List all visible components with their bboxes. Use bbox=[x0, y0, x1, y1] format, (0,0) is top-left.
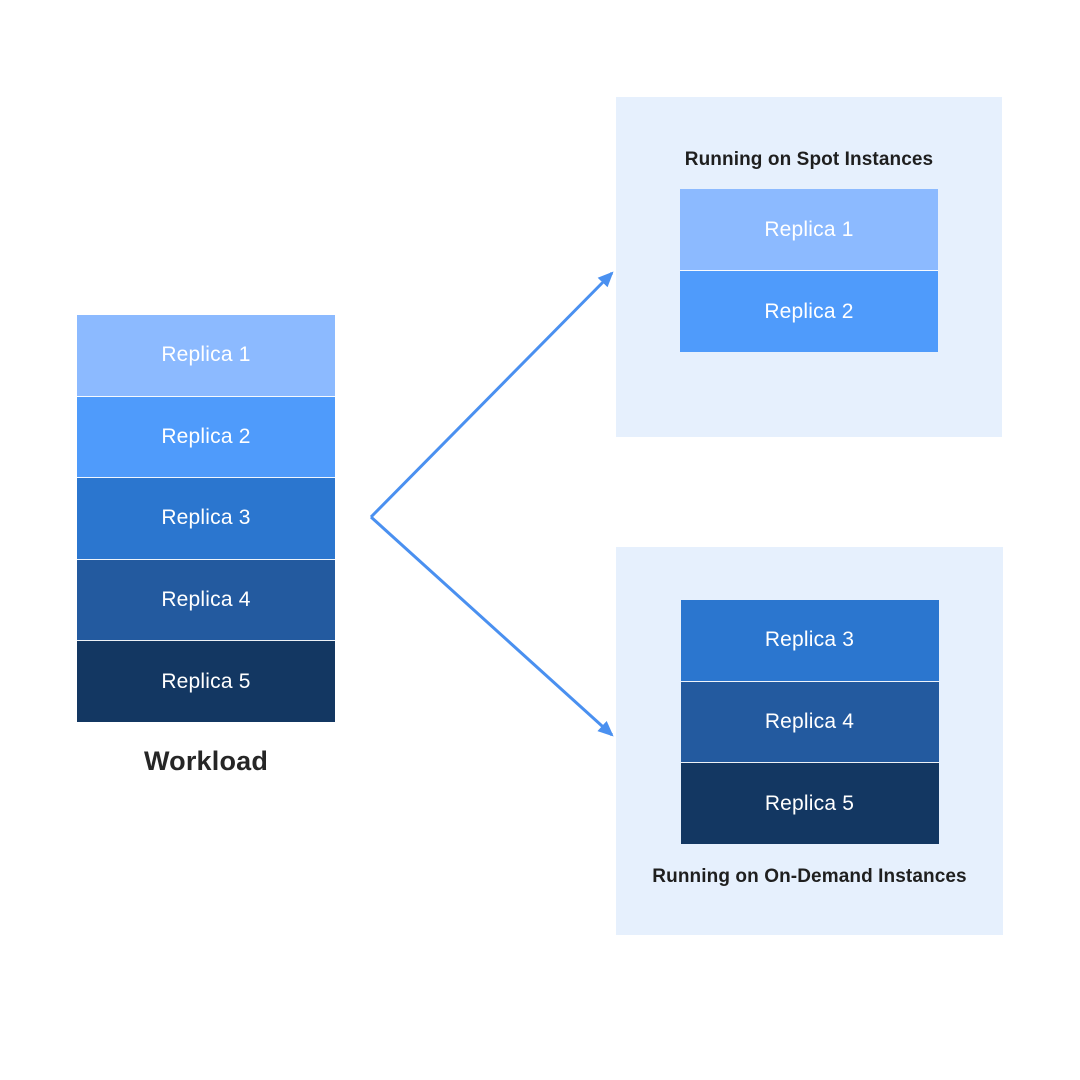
replica-label: Replica 3 bbox=[764, 628, 855, 652]
workload-replica-4[interactable]: Replica 4 bbox=[77, 559, 335, 642]
workload-group: Replica 1 Replica 2 Replica 3 Replica 4 … bbox=[77, 315, 335, 777]
replica-label: Replica 3 bbox=[161, 506, 251, 530]
replica-label: Replica 2 bbox=[764, 299, 854, 323]
ondemand-replica-4[interactable]: Replica 4 bbox=[680, 681, 939, 764]
replica-label: Replica 2 bbox=[161, 424, 251, 448]
spot-replica-2[interactable]: Replica 2 bbox=[680, 271, 938, 352]
workload-replica-2[interactable]: Replica 2 bbox=[77, 396, 335, 479]
workload-replica-5[interactable]: Replica 5 bbox=[77, 641, 335, 722]
arrow-to-ondemand bbox=[369, 515, 614, 737]
workload-replica-stack: Replica 1 Replica 2 Replica 3 Replica 4 … bbox=[77, 315, 335, 722]
replica-label: Replica 4 bbox=[161, 588, 251, 612]
ondemand-replica-5[interactable]: Replica 5 bbox=[680, 763, 939, 845]
replica-label: Replica 1 bbox=[764, 217, 854, 241]
panel-ondemand-title: Running on On-Demand Instances bbox=[652, 866, 967, 887]
panel-spot-instances: Running on Spot Instances Replica 1 Repl… bbox=[616, 97, 1002, 437]
workload-caption: Workload bbox=[143, 746, 269, 776]
spot-replica-1[interactable]: Replica 1 bbox=[680, 189, 938, 271]
ondemand-replica-stack: Replica 3 Replica 4 Replica 5 bbox=[680, 600, 939, 845]
workload-replica-3[interactable]: Replica 3 bbox=[77, 478, 335, 560]
replica-label: Replica 5 bbox=[161, 669, 251, 693]
panel-spot-title: Running on Spot Instances bbox=[684, 149, 934, 170]
replica-label: Replica 1 bbox=[161, 343, 251, 367]
workload-replica-1[interactable]: Replica 1 bbox=[77, 315, 335, 397]
panel-ondemand-instances: Replica 3 Replica 4 Replica 5 Running on… bbox=[616, 547, 1003, 935]
spot-replica-stack: Replica 1 Replica 2 bbox=[680, 189, 938, 352]
arrow-to-spot bbox=[369, 271, 614, 519]
ondemand-replica-3[interactable]: Replica 3 bbox=[680, 600, 939, 682]
replica-label: Replica 4 bbox=[764, 710, 855, 733]
replica-label: Replica 5 bbox=[764, 791, 855, 815]
